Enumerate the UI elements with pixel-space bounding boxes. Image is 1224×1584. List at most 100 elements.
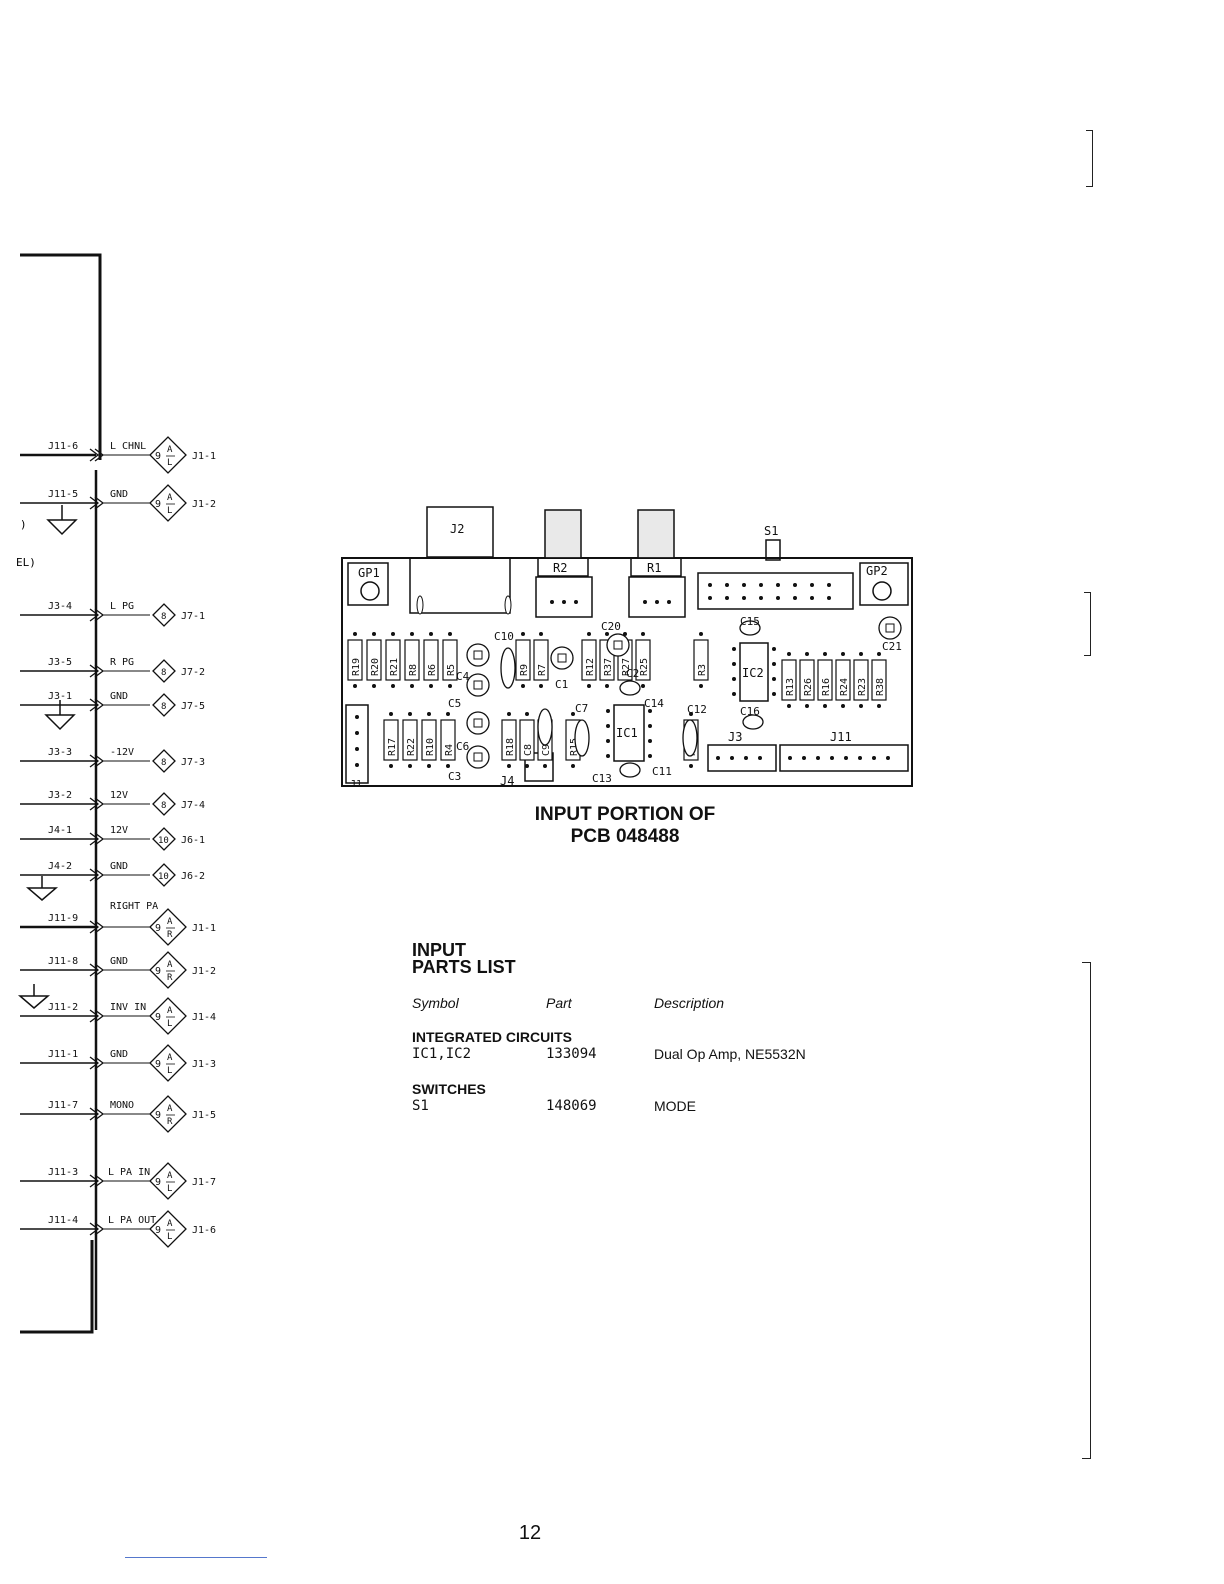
solder-pad	[689, 712, 693, 716]
switch-pin	[742, 583, 746, 587]
page-number: 12	[518, 1522, 542, 1544]
ic-pin	[732, 677, 736, 681]
switches-description: MODE	[654, 1098, 696, 1114]
signal-label: GND	[110, 956, 128, 967]
resistor-label: R6	[427, 664, 438, 676]
solder-pad	[391, 684, 395, 688]
badge-bottom-letter: R	[167, 1117, 173, 1127]
resistor-label: R27	[621, 658, 632, 676]
switch-pin	[810, 596, 814, 600]
solder-pad	[353, 684, 357, 688]
badge-sheet-number: 9	[155, 499, 161, 510]
capacitor-pad	[473, 680, 483, 690]
resistor-label: R21	[389, 658, 400, 676]
ic-pin	[772, 692, 776, 696]
badge-top-letter: A	[167, 1053, 173, 1063]
from-pin-label: J11-3	[48, 1167, 78, 1178]
solder-pad	[429, 684, 433, 688]
badge-sheet-number: 9	[155, 1059, 161, 1070]
badge-bottom-letter: L	[167, 1066, 172, 1076]
header-description: Description	[654, 995, 725, 1011]
to-pin-label: J1-7	[192, 1177, 216, 1188]
film-capacitor	[537, 708, 553, 746]
solder-pad	[587, 684, 591, 688]
resistor	[533, 639, 549, 681]
section-switches-name: SWITCHES	[412, 1081, 486, 1097]
resistor	[581, 639, 597, 681]
resistor-label: R23	[857, 678, 868, 696]
film-capacitor	[742, 714, 764, 730]
solder-pad	[429, 632, 433, 636]
badge-sheet-number: 9	[155, 1110, 161, 1121]
resistor	[515, 639, 531, 681]
from-pin-label: J3-2	[48, 790, 72, 801]
capacitor-pad	[613, 640, 623, 650]
signal-label: MONO	[110, 1100, 134, 1111]
from-pin-label: J4-2	[48, 861, 72, 872]
resistor-label: R26	[803, 678, 814, 696]
solder-pad	[859, 704, 863, 708]
pcb-label-j11: J11	[830, 730, 852, 744]
capacitor-pad	[473, 718, 483, 728]
sheet-ref-badge	[149, 1210, 187, 1248]
resistor-label: R20	[370, 658, 381, 676]
from-pin-label: J3-5	[48, 657, 72, 668]
solder-pad	[391, 632, 395, 636]
badge-sheet-number: 8	[161, 612, 166, 622]
badge-sheet-number: 9	[155, 966, 161, 977]
sheet-ref-badge	[149, 1162, 187, 1200]
solder-pad	[448, 632, 452, 636]
resistor	[781, 659, 797, 701]
solder-pad	[446, 764, 450, 768]
pot-pin	[550, 600, 554, 604]
to-pin-label: J1-3	[192, 1059, 216, 1070]
to-pin-label: J6-1	[181, 835, 205, 846]
solder-pad	[427, 712, 431, 716]
signal-label: GND	[110, 489, 128, 500]
solder-pad	[787, 704, 791, 708]
switch-pin	[742, 596, 746, 600]
to-pin-label: J1-6	[192, 1225, 216, 1236]
pot-pin	[667, 600, 671, 604]
ic-pin	[606, 709, 610, 713]
ic-pin	[648, 739, 652, 743]
from-pin-label: J11-6	[48, 441, 78, 452]
badge-top-letter: A	[167, 493, 173, 503]
capacitor-label: C5	[448, 697, 461, 710]
switches-symbol: S1	[412, 1098, 429, 1114]
capacitor-label: C20	[601, 620, 621, 633]
resistor-label: R25	[639, 658, 650, 676]
sheet-ref-badge	[149, 436, 187, 474]
solder-pad	[408, 712, 412, 716]
solder-pad	[372, 684, 376, 688]
solder-pad	[641, 632, 645, 636]
connector-pin	[730, 756, 734, 760]
from-pin-label: J11-9	[48, 913, 78, 924]
ic-pin	[648, 724, 652, 728]
signal-label: L CHNL	[110, 441, 146, 452]
section-ics-name: INTEGRATED CIRCUITS	[412, 1029, 572, 1045]
parts-list-title: INPUT PARTS LIST	[412, 941, 516, 976]
badge-top-letter: A	[167, 445, 173, 455]
pcb-label-j3: J3	[728, 730, 742, 744]
connector-pin	[788, 756, 792, 760]
pcb-label-gp2: GP2	[866, 564, 888, 578]
ic-pin	[606, 739, 610, 743]
solder-pad	[410, 632, 414, 636]
badge-sheet-number: 8	[161, 758, 166, 768]
film-capacitor	[619, 762, 641, 778]
capacitor-pad	[557, 653, 567, 663]
to-pin-label: J6-2	[181, 871, 205, 882]
capacitor-label: C21	[882, 640, 902, 653]
badge-top-letter: A	[167, 960, 173, 970]
from-pin-label: J11-7	[48, 1100, 78, 1111]
right-edge-mark-1	[1086, 130, 1093, 187]
right-edge-mark-2	[1084, 592, 1091, 656]
solder-pad	[372, 632, 376, 636]
capacitor-label: C16	[740, 705, 760, 718]
jack-slot	[504, 595, 512, 615]
badge-sheet-number: 8	[161, 801, 166, 811]
switch-pin	[776, 596, 780, 600]
to-pin-label: J1-1	[192, 923, 216, 934]
badge-sheet-number: 8	[161, 668, 166, 678]
